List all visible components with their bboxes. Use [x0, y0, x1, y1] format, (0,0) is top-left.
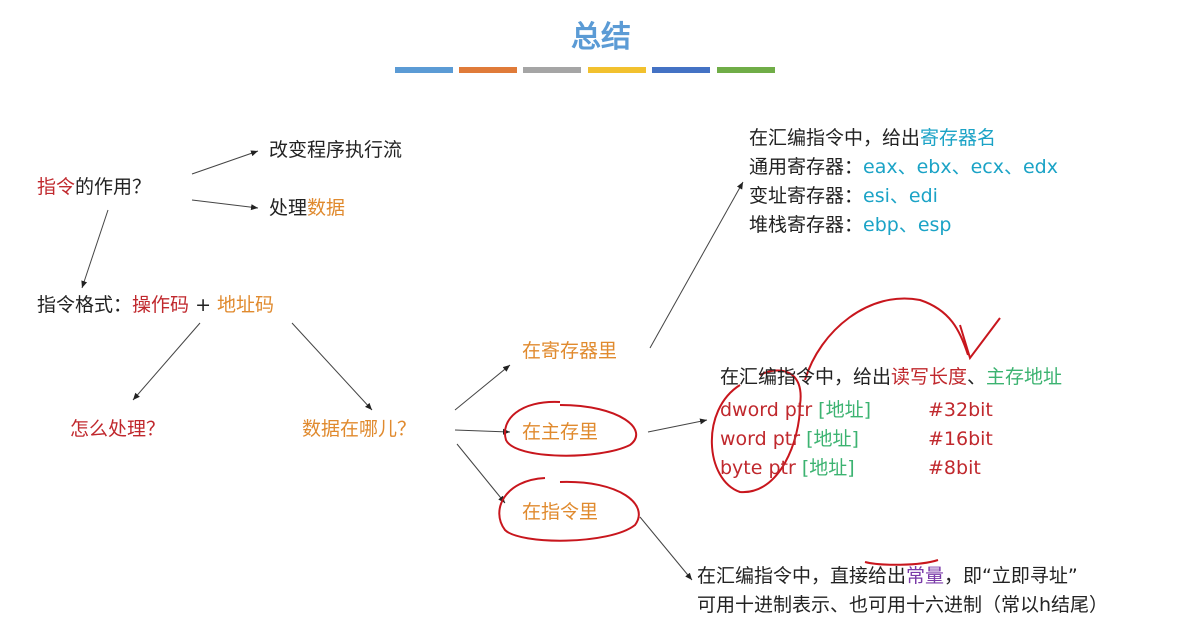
ptr-address: [地址] [806, 428, 859, 450]
change-flow-label: 改变程序执行流 [269, 139, 403, 161]
index-registers: esi、edi [863, 185, 938, 207]
ptr-table: dword ptr [地址] #32bit word ptr [地址] #16bit… [720, 396, 993, 483]
process-text: 处理 [269, 197, 308, 219]
text: 变址寄存器： [749, 185, 864, 207]
color-bar [717, 67, 775, 73]
rw-length-keyword: 读写长度 [891, 366, 968, 388]
immediate-line: 可用十进制表示、也可用十六进制（常以h结尾） [697, 594, 1109, 616]
plus-sign: + [189, 294, 218, 316]
text: 、 [967, 366, 987, 388]
instruction-format-label: 指令格式：操作码 + 地址码 [37, 294, 274, 317]
ptr-row: word ptr [地址] #16bit [720, 425, 993, 454]
register-name-keyword: 寄存器名 [920, 127, 997, 149]
ptr-type: byte ptr [720, 457, 802, 479]
text: 在汇编指令中， [697, 565, 831, 587]
direct-give-text: 直接给出 [830, 565, 907, 587]
address-code-keyword: 地址码 [217, 294, 275, 316]
immediate-box: 在汇编指令中，直接给出常量，即“立即寻址” 可用十进制表示、也可用十六进制（常以… [697, 562, 1108, 620]
register-line: 在汇编指令中，给出寄存器名 [749, 124, 1058, 153]
ptr-size: #8bit [928, 457, 981, 479]
text: ，即“立即寻址” [944, 565, 1078, 587]
constant-keyword: 常量 [906, 565, 945, 587]
role-keyword: 指令 [37, 176, 76, 198]
text: 在汇编指令中，给出 [749, 127, 921, 149]
ptr-size: #32bit [928, 399, 993, 421]
register-line: 通用寄存器：eax、ebx、ecx、edx [749, 153, 1058, 182]
register-line: 堆栈寄存器：ebp、esp [749, 211, 1058, 240]
where-is-data-label: 数据在哪儿？ [302, 418, 417, 440]
text: 堆栈寄存器： [749, 214, 864, 236]
in-instruction-label: 在指令里 [522, 501, 599, 523]
ptr-row: dword ptr [地址] #32bit [720, 396, 993, 425]
memory-address-keyword: 主存地址 [986, 366, 1063, 388]
data-keyword: 数据 [307, 197, 346, 219]
slide-title: 总结 [571, 20, 631, 55]
memory-box-heading: 在汇编指令中，给出读写长度、主存地址 [720, 366, 1062, 389]
ptr-address: [地址] [801, 457, 855, 479]
register-box: 在汇编指令中，给出寄存器名 通用寄存器：eax、ebx、ecx、edx 变址寄存… [749, 124, 1058, 240]
color-bar [652, 67, 710, 73]
register-line: 变址寄存器：esi、edi [749, 182, 1058, 211]
color-bar [395, 67, 453, 73]
color-bar [523, 67, 581, 73]
role-text: 的作用？ [75, 176, 152, 198]
how-to-process-label: 怎么处理？ [70, 418, 166, 440]
immediate-line: 在汇编指令中，直接给出常量，即“立即寻址” [697, 562, 1108, 591]
ptr-size: #16bit [928, 428, 993, 450]
general-registers: eax、ebx、ecx、edx [863, 156, 1058, 178]
stack-registers: ebp、esp [863, 214, 952, 236]
ptr-row: byte ptr [地址] #8bit [720, 454, 981, 483]
in-register-label: 在寄存器里 [522, 340, 618, 362]
ptr-type: word ptr [720, 428, 807, 450]
color-bar [588, 67, 646, 73]
opcode-keyword: 操作码 [132, 294, 190, 316]
format-text: 指令格式： [37, 294, 133, 316]
ptr-type: dword ptr [720, 399, 819, 421]
color-bar [459, 67, 517, 73]
text: 在汇编指令中，给出 [720, 366, 892, 388]
text: 通用寄存器： [749, 156, 864, 178]
process-data-label: 处理数据 [269, 197, 345, 220]
in-memory-label: 在主存里 [522, 421, 599, 443]
instruction-role-label: 指令的作用？ [37, 176, 151, 199]
ptr-address: [地址] [818, 399, 871, 421]
